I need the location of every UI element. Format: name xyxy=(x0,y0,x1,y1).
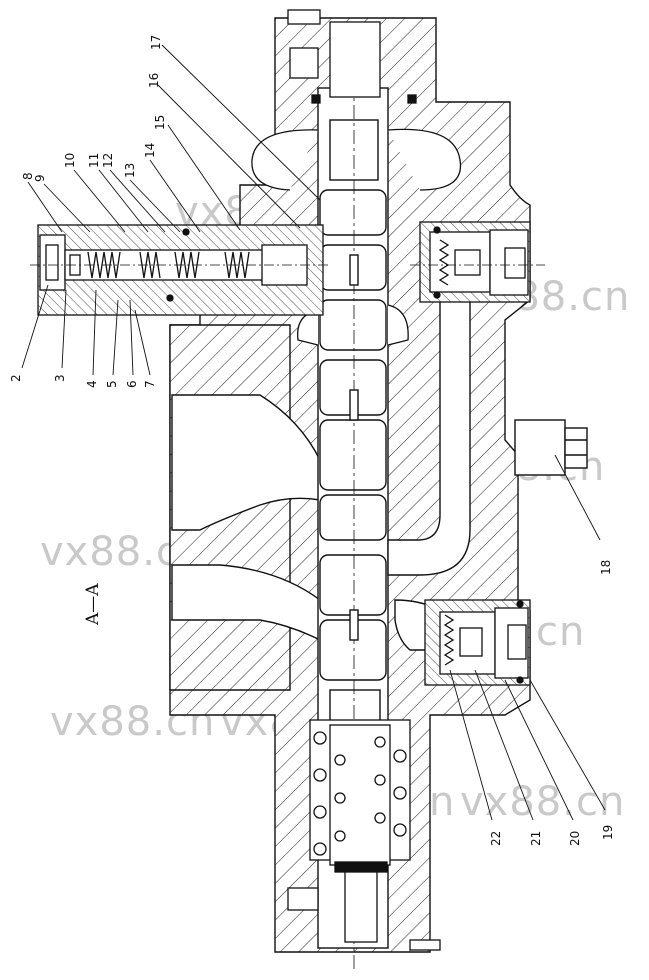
leader-11 xyxy=(98,169,149,233)
leader-14 xyxy=(149,159,201,233)
bottom-spring-chamber xyxy=(287,719,441,951)
leader-17 xyxy=(161,44,321,201)
leader-3 xyxy=(61,289,67,369)
leader-16 xyxy=(157,84,301,229)
leader-20 xyxy=(504,679,574,821)
leader-13 xyxy=(129,179,181,233)
section-label: A—A xyxy=(83,583,103,626)
leader-10 xyxy=(73,169,126,233)
part-label-4: 4 xyxy=(85,380,99,388)
part-label-22: 22 xyxy=(489,831,503,846)
relief-valve xyxy=(30,224,330,316)
leader-2 xyxy=(21,284,49,369)
port-cavities xyxy=(171,394,321,642)
part-label-13: 13 xyxy=(123,163,137,178)
part-label-6: 6 xyxy=(125,380,139,388)
leader-7 xyxy=(134,309,151,376)
part-label-21: 21 xyxy=(529,831,543,846)
fitting-18 xyxy=(514,419,588,476)
part-label-8: 8 xyxy=(21,172,35,180)
leader-6 xyxy=(129,299,134,376)
leader-12 xyxy=(109,169,166,233)
bore-grooves xyxy=(251,128,462,346)
part-label-14: 14 xyxy=(143,143,157,158)
leader-lines xyxy=(21,44,606,821)
leader-9 xyxy=(43,183,91,233)
part-label-19: 19 xyxy=(601,825,615,840)
part-label-20: 20 xyxy=(568,831,582,846)
leader-21 xyxy=(474,669,534,821)
leader-8 xyxy=(27,181,63,233)
part-label-12: 12 xyxy=(101,153,115,168)
part-labels: 2 3 4 5 6 7 8 9 10 11 12 13 14 15 16 17 … xyxy=(9,35,615,846)
leader-18 xyxy=(554,454,601,541)
leader-15 xyxy=(167,124,241,231)
leader-5 xyxy=(112,299,119,376)
part-label-10: 10 xyxy=(63,153,77,168)
part-label-2: 2 xyxy=(9,374,23,382)
leader-4 xyxy=(92,289,97,376)
part-label-17: 17 xyxy=(149,35,163,50)
part-label-11: 11 xyxy=(87,153,101,168)
part-label-7: 7 xyxy=(143,380,157,388)
part-label-16: 16 xyxy=(147,73,161,88)
part-label-5: 5 xyxy=(105,380,119,388)
lower-check-valve xyxy=(424,599,531,686)
leader-19 xyxy=(529,679,606,811)
leader-22 xyxy=(449,669,493,821)
part-label-9: 9 xyxy=(33,174,47,182)
top-end-plug xyxy=(287,9,417,104)
upper-check-valve xyxy=(410,221,545,303)
part-label-18: 18 xyxy=(599,560,613,575)
part-label-15: 15 xyxy=(153,115,167,130)
part-label-3: 3 xyxy=(53,374,67,382)
